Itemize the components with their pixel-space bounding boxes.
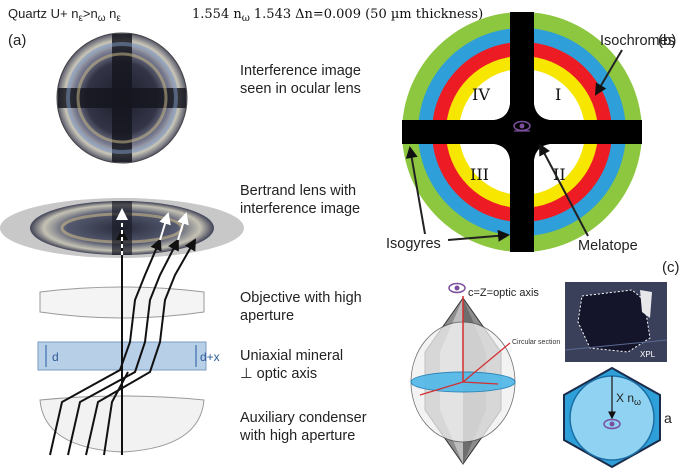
svg-text:interference image: interference image <box>240 201 360 217</box>
svg-text:Auxiliary condenser: Auxiliary condenser <box>240 410 367 426</box>
svg-text:aperture: aperture <box>240 308 294 324</box>
isogyres-arrow-2 <box>447 229 510 242</box>
panel-a-labels: Interference image seen in ocular lens B… <box>239 63 367 444</box>
xpl-micrograph <box>564 282 668 362</box>
ocular-interference-image <box>56 32 188 164</box>
white-ray-1 <box>159 212 171 241</box>
svg-text:Uniaxial mineral: Uniaxial mineral <box>240 348 343 364</box>
a-axis-label: a <box>664 410 672 426</box>
hexagon-eye-icon <box>603 418 621 430</box>
circular-section-label: Circular section <box>512 339 560 346</box>
x-n-omega-label: X nω <box>616 391 641 407</box>
melatope-arrow <box>539 143 589 237</box>
indicatrix-crystal <box>410 282 516 465</box>
optic-axis-eye-icon <box>448 282 466 294</box>
panel-b-label: (b) <box>658 32 676 49</box>
melatope-label: Melatope <box>578 238 638 254</box>
isogyres-label: Isogyres <box>386 236 441 252</box>
xpl-label: XPL <box>640 350 656 359</box>
quadrant-ii: II <box>553 165 566 184</box>
optic-axis-label: c=Z=optic axis <box>468 287 539 299</box>
isochromes-arrow <box>594 49 623 96</box>
interference-figure <box>402 12 642 252</box>
svg-text:seen in ocular lens: seen in ocular lens <box>240 81 361 97</box>
white-ray-2 <box>177 212 189 241</box>
svg-text:Interference image: Interference image <box>240 63 361 79</box>
isogyre-cross <box>402 12 642 252</box>
header-title: Quartz U+ nε>nω nε <box>8 6 121 24</box>
svg-text:⊥ optic axis: ⊥ optic axis <box>240 366 317 382</box>
svg-text:Bertrand lens with: Bertrand lens with <box>240 183 356 199</box>
quadrant-iv: IV <box>472 85 490 104</box>
light-rays <box>49 228 196 456</box>
quadrant-iii: III <box>470 165 489 184</box>
thickness-d-label: d <box>52 350 59 364</box>
quadrant-i: I <box>555 85 561 104</box>
svg-text:with high aperture: with high aperture <box>239 428 355 444</box>
thickness-dx-label: d+x <box>200 350 220 364</box>
panel-a-label: (a) <box>8 32 26 49</box>
panel-c-label: (c) <box>662 259 680 276</box>
hexagon-section <box>563 366 661 469</box>
isochromes-label: Isochromes <box>600 33 675 49</box>
isogyres-arrow-1 <box>405 146 426 235</box>
svg-text:Objective with high: Objective with high <box>240 290 362 306</box>
